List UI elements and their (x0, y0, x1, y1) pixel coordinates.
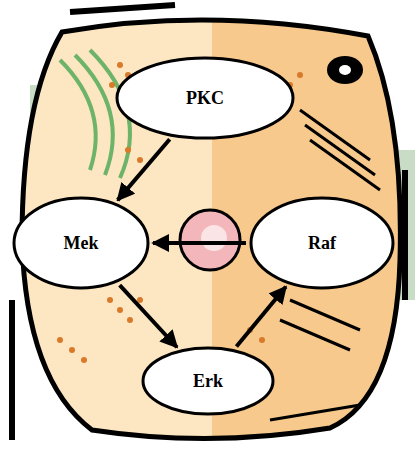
protein-label: PKC (186, 88, 224, 109)
protein-node: Erk (141, 346, 275, 416)
node-outline (117, 58, 293, 138)
nucleus (180, 210, 240, 270)
protein-node: PKC (115, 56, 295, 140)
frame-stroke (70, 5, 175, 12)
organelle-arc (60, 60, 96, 170)
protein-label: Raf (308, 233, 336, 254)
organelle (327, 56, 363, 84)
node-outline (14, 198, 148, 288)
signal-arrow (120, 285, 177, 347)
frame-stroke (402, 170, 408, 300)
signal-arrow (153, 241, 246, 245)
nucleolus (201, 225, 227, 251)
protein-label: Erk (193, 371, 223, 392)
protein-label: Mek (64, 233, 99, 254)
organelle (339, 65, 351, 75)
protein-node: Raf (249, 196, 395, 290)
signal-arrow (118, 139, 170, 200)
node-outline (251, 198, 393, 288)
signal-arrow (236, 287, 285, 347)
frame-stroke (9, 300, 15, 440)
node-outline (143, 348, 273, 414)
protein-node: Mek (12, 196, 150, 290)
